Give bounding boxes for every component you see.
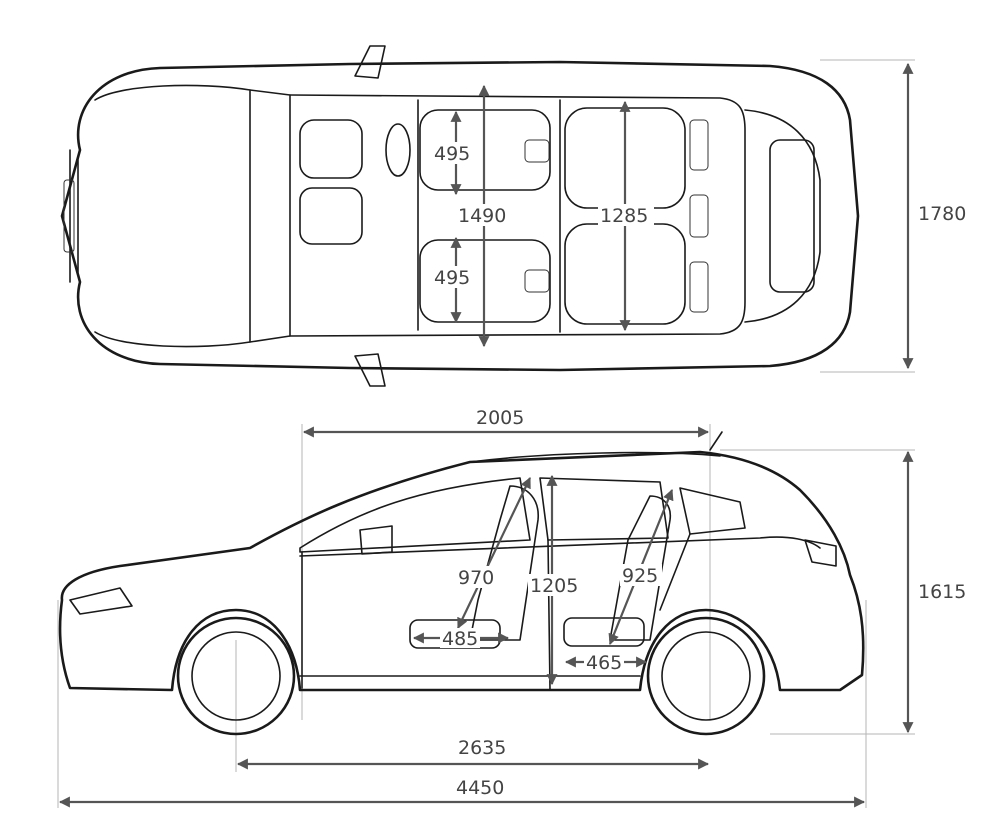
rear-seat-width-label: 495 — [434, 267, 470, 289]
top-view-dimensions: 1780 495 495 1490 1285 — [432, 62, 966, 370]
rear-seat-depth-label: 465 — [586, 652, 622, 674]
headroom-front-label: 970 — [458, 567, 494, 589]
overall-width-label: 1780 — [918, 203, 966, 225]
overall-length-label: 4450 — [456, 777, 504, 799]
cabin-length-label: 2005 — [476, 407, 524, 429]
car-side-view — [57, 424, 915, 808]
front-seat-depth-label: 485 — [442, 628, 478, 650]
wheelbase-label: 2635 — [458, 737, 506, 759]
side-view-dimensions: 2005 1615 970 1205 925 485 465 2635 4450 — [58, 407, 966, 808]
shoulder-room-front-label: 1490 — [458, 205, 506, 227]
interior-height-label: 1205 — [530, 575, 578, 597]
headroom-rear-label: 925 — [622, 565, 658, 587]
shoulder-room-rear-label: 1285 — [600, 205, 648, 227]
front-seat-width-label: 495 — [434, 143, 470, 165]
overall-height-label: 1615 — [918, 581, 966, 603]
